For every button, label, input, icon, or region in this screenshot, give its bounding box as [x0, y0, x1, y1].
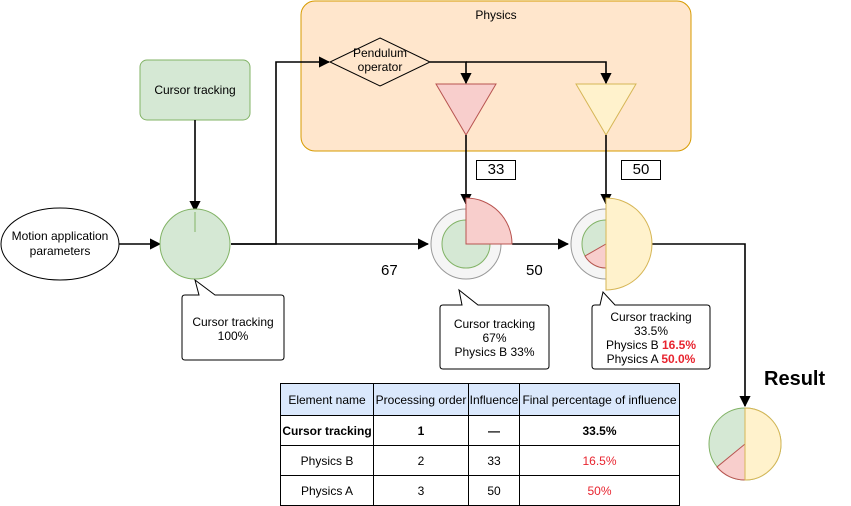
flow-value-50: 50: [526, 262, 543, 279]
cell-order: 2: [373, 445, 469, 476]
flow-value-67: 67: [381, 262, 398, 279]
cursor-tracking-text: Cursor tracking: [154, 83, 236, 97]
callout-2-line3: Physics B 33%: [454, 345, 535, 359]
callout-2-line2: 67%: [482, 331, 507, 345]
callout-3-line2: 33.5%: [633, 324, 669, 338]
physics-group-label: Physics: [475, 8, 517, 22]
callout-3-physics-b-label: Physics B: [605, 338, 662, 352]
callout-3-physics-a-label: Physics A: [606, 352, 662, 366]
edge-mix2-to-result: [650, 243, 751, 408]
cursor-circle: [159, 208, 231, 280]
callout-1-line1: Cursor tracking: [192, 315, 274, 329]
header-element-name: Element name: [280, 383, 374, 416]
cell-name: Physics B: [280, 445, 374, 476]
cell-influence: 50: [468, 475, 520, 506]
pendulum-operator-diamond: [328, 37, 432, 87]
influence-table: Element name Processing order Influence …: [280, 383, 680, 506]
callout-1-line2: 100%: [217, 329, 249, 343]
result-label: Result: [764, 368, 826, 390]
pendulum-line1: Pendulum: [352, 46, 408, 60]
cell-influence: 33: [468, 445, 520, 476]
table-row: Cursor tracking 1 — 33.5%: [280, 415, 680, 446]
cell-order: 3: [373, 475, 469, 506]
cell-influence: —: [468, 415, 520, 446]
callout-2-text: Cursor tracking 67% Physics B 33%: [440, 317, 549, 359]
callout-1-text: Cursor tracking 100%: [182, 315, 284, 343]
pendulum-operator-label: Pendulum operator: [340, 46, 420, 74]
callout-3-shape: [591, 290, 711, 370]
header-influence: Influence: [468, 383, 520, 416]
callout-3-line4: Physics A 50.0%: [592, 352, 710, 366]
motion-params-line1: Motion application: [11, 229, 109, 243]
cell-final: 16.5%: [519, 445, 680, 476]
header-processing-order: Processing order: [373, 383, 469, 416]
cell-final: 50%: [519, 475, 680, 506]
result-pie-yellow: [744, 407, 782, 481]
callout-2-line1: Cursor tracking: [453, 317, 536, 331]
callout-2-shape: [439, 288, 550, 370]
callout-3-text: Cursor tracking 33.5% Physics B 16.5% Ph…: [592, 310, 710, 366]
pendulum-line2: operator: [357, 60, 403, 74]
table-row: Physics A 3 50 50%: [280, 475, 680, 506]
motion-params-label: Motion application parameters: [2, 222, 118, 266]
cursor-tracking-label: Cursor tracking: [140, 60, 250, 120]
motion-params-line2: parameters: [29, 244, 91, 258]
header-final-percentage: Final percentage of influence: [519, 383, 680, 416]
mix1-physics-b-slice: [465, 197, 513, 245]
cell-name: Physics A: [280, 475, 374, 506]
influence-box-50: 50: [621, 160, 661, 180]
table-header-row: Element name Processing order Influence …: [280, 383, 680, 416]
cell-name: Cursor tracking: [280, 415, 374, 446]
cell-final: 33.5%: [519, 415, 680, 446]
mix2-physics-a-half: [605, 197, 653, 291]
callout-3-line1: Cursor tracking: [610, 310, 692, 324]
table-row: Physics B 2 33 16.5%: [280, 445, 680, 476]
callout-3-physics-b-value: 16.5%: [661, 338, 697, 352]
influence-box-33: 33: [476, 160, 516, 180]
cell-order: 1: [373, 415, 469, 446]
callout-1-shape: [181, 278, 285, 361]
callout-3-physics-a-value: 50.0%: [661, 352, 696, 366]
edge-pendulum-to-triangle-a: [466, 61, 612, 85]
callout-3-line3: Physics B 16.5%: [592, 338, 710, 352]
